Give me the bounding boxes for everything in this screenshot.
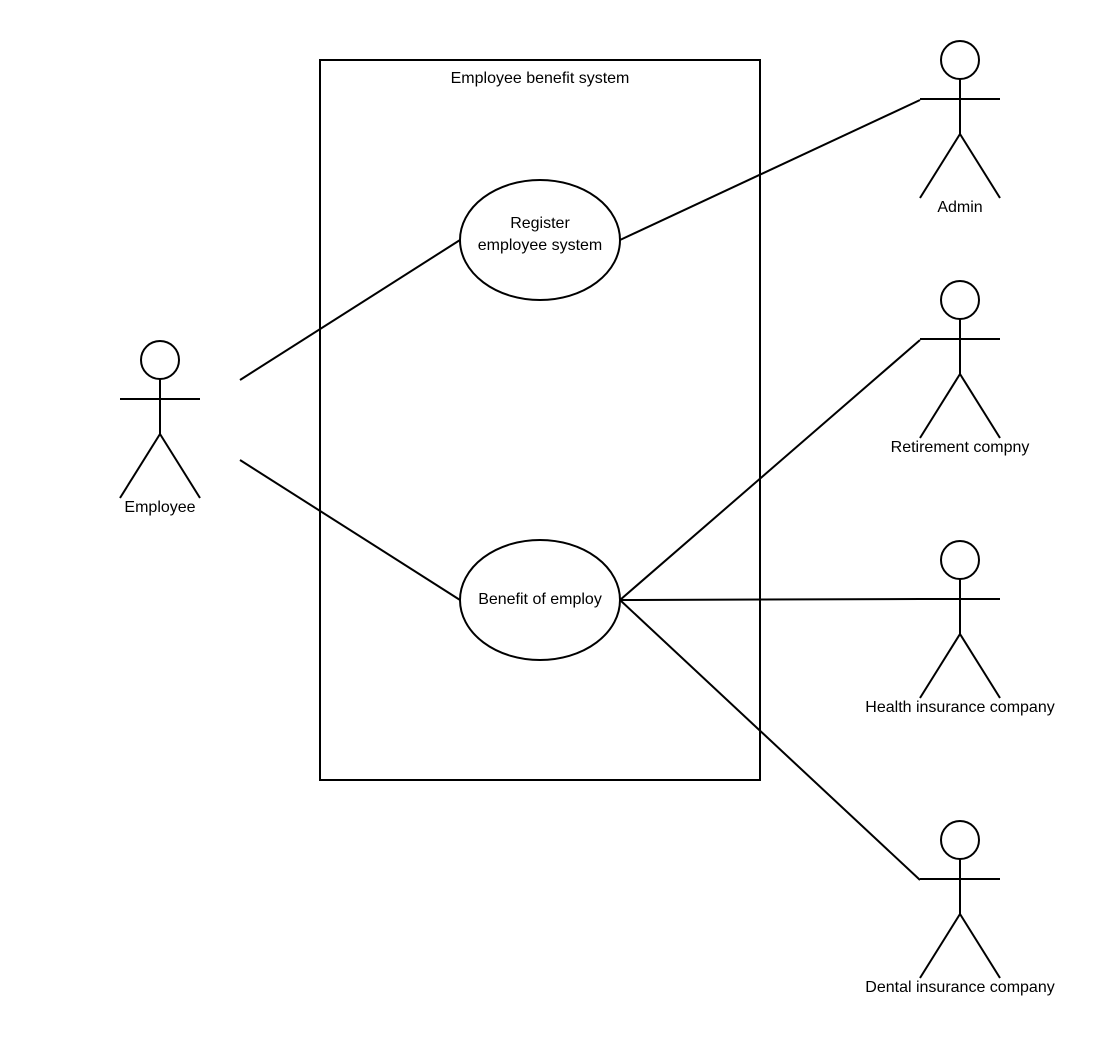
- stick-figure-icon: [919, 540, 1001, 699]
- actor-health[interactable]: Health insurance company: [865, 540, 1055, 716]
- actor-admin[interactable]: Admin: [919, 40, 1001, 216]
- actor-label: Retirement compny: [891, 439, 1030, 456]
- use-case-label: Benefit of employ: [478, 591, 602, 608]
- stick-figure-icon: [919, 40, 1001, 199]
- association-register-admin[interactable]: [619, 99, 921, 241]
- association-benefit-health[interactable]: [619, 598, 921, 601]
- stick-figure-icon: [919, 280, 1001, 439]
- system-boundary[interactable]: Employee benefit system: [319, 59, 761, 781]
- use-case-register[interactable]: Register employee system: [459, 179, 621, 301]
- actor-dental[interactable]: Dental insurance company: [865, 820, 1055, 996]
- use-case-ellipse: [459, 179, 621, 301]
- actor-employee[interactable]: Employee: [119, 340, 201, 516]
- associations: [239, 99, 921, 881]
- use-case-ellipse: [459, 539, 621, 661]
- association-employee-register[interactable]: [239, 239, 461, 381]
- stick-figure-icon: [919, 820, 1001, 979]
- actor-label: Health insurance company: [865, 699, 1054, 716]
- system-boundary-rect: [319, 59, 761, 781]
- use-case-label-line1: Register: [510, 215, 570, 232]
- association-employee-benefit[interactable]: [239, 459, 461, 601]
- system-boundary-label: Employee benefit system: [451, 70, 630, 87]
- use-case-label-line2: employee system: [478, 237, 603, 254]
- actor-label: Admin: [937, 199, 982, 216]
- actor-retirement[interactable]: Retirement compny: [891, 280, 1030, 456]
- use-case-benefit[interactable]: Benefit of employ: [459, 539, 621, 661]
- association-benefit-retirement[interactable]: [619, 339, 921, 601]
- stick-figure-icon: [119, 340, 201, 499]
- actor-label: Dental insurance company: [865, 979, 1054, 996]
- actor-label: Employee: [124, 499, 195, 516]
- association-benefit-dental[interactable]: [619, 599, 921, 881]
